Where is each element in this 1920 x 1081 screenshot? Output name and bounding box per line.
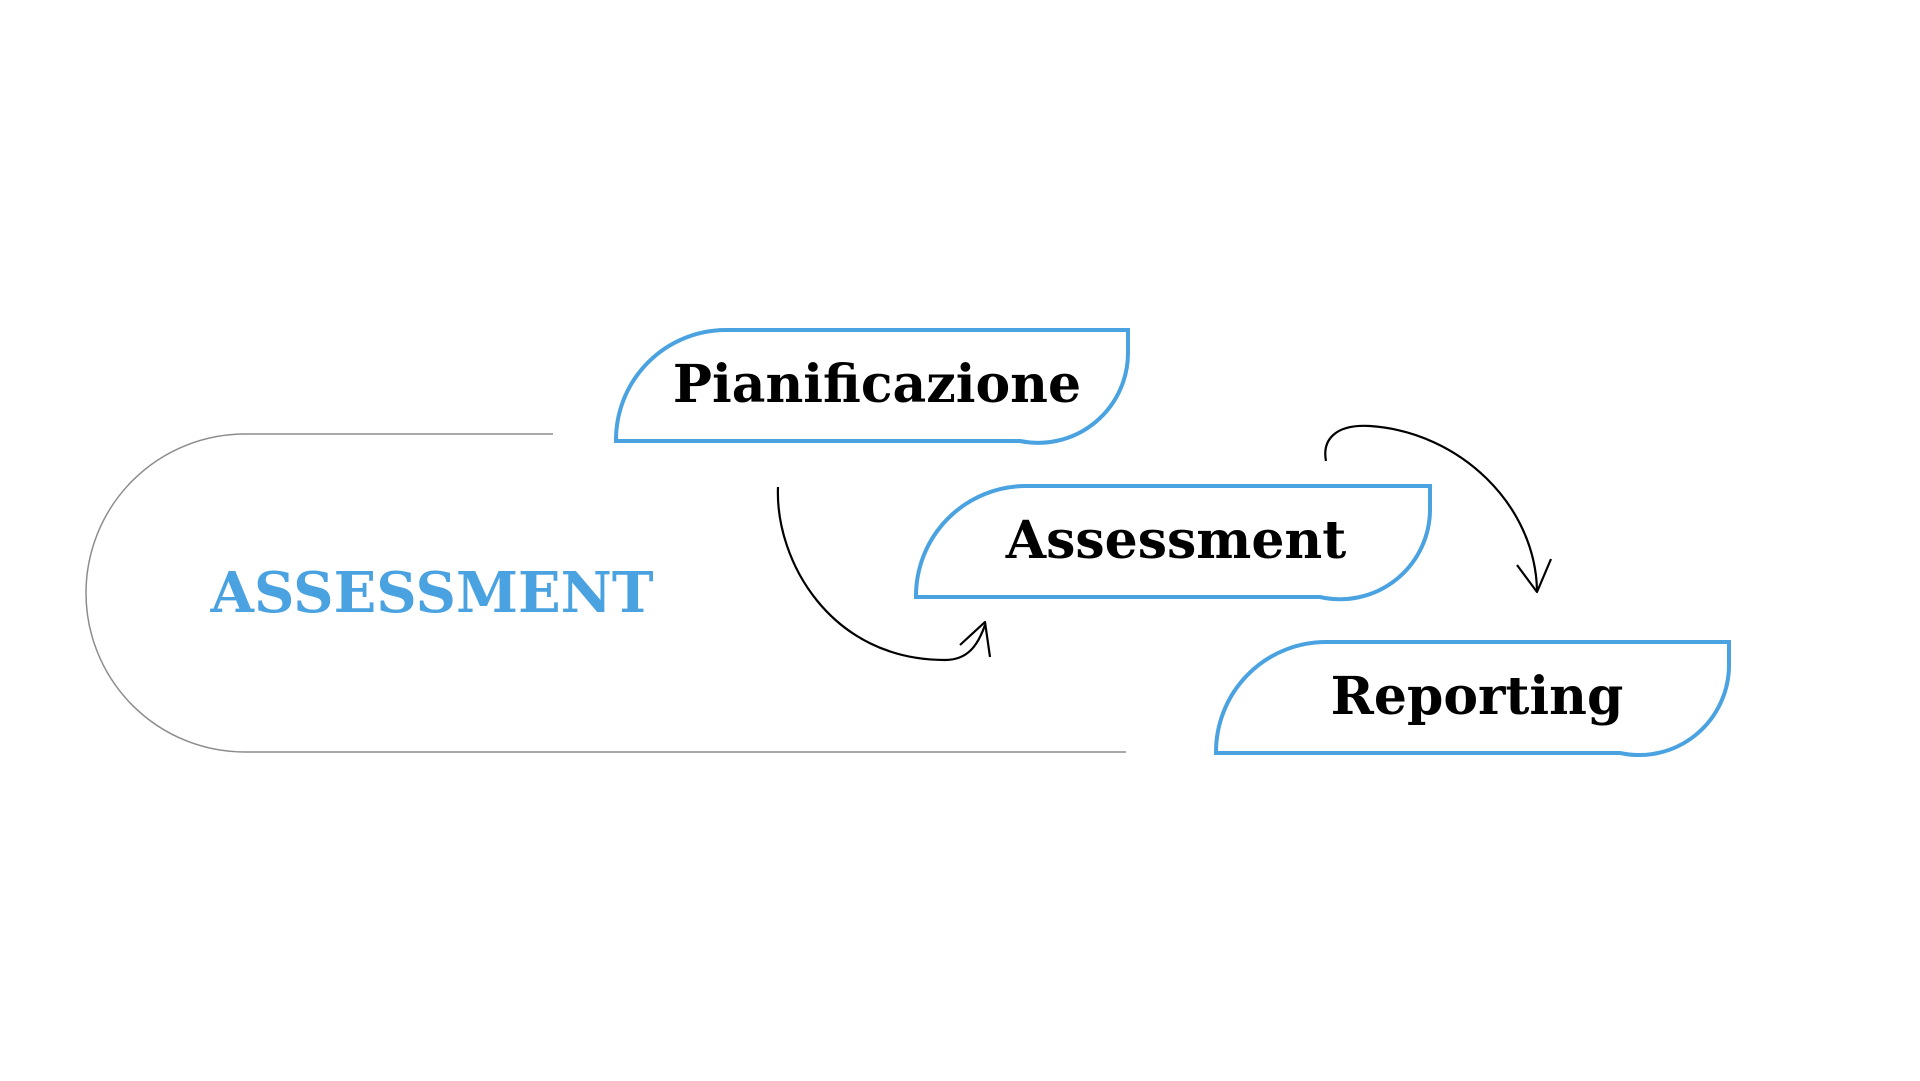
arrow-pianificazione-to-assessment xyxy=(776,486,992,662)
step-pianificazione: Pianificazione xyxy=(613,328,1131,445)
arrow-curve-2 xyxy=(1324,424,1539,591)
arrow-assessment-to-reporting xyxy=(1324,424,1553,594)
step-reporting: Reporting xyxy=(1213,640,1732,757)
step-assessment-shape xyxy=(913,484,1433,602)
step-reporting-label: Reporting xyxy=(1331,666,1624,727)
assessment-bracket xyxy=(85,433,1126,753)
step-reporting-shape xyxy=(1213,640,1732,757)
arrow-head-2 xyxy=(1516,558,1553,594)
step-pianificazione-shape xyxy=(613,328,1131,445)
arrow-curve-1 xyxy=(776,486,987,662)
assessment-title: ASSESSMENT xyxy=(210,560,654,626)
step-pianificazione-label: Pianificazione xyxy=(673,354,1081,415)
arrow-head-1 xyxy=(959,620,992,658)
step-assessment: Assessment xyxy=(913,484,1433,602)
step-assessment-label: Assessment xyxy=(1005,510,1346,571)
